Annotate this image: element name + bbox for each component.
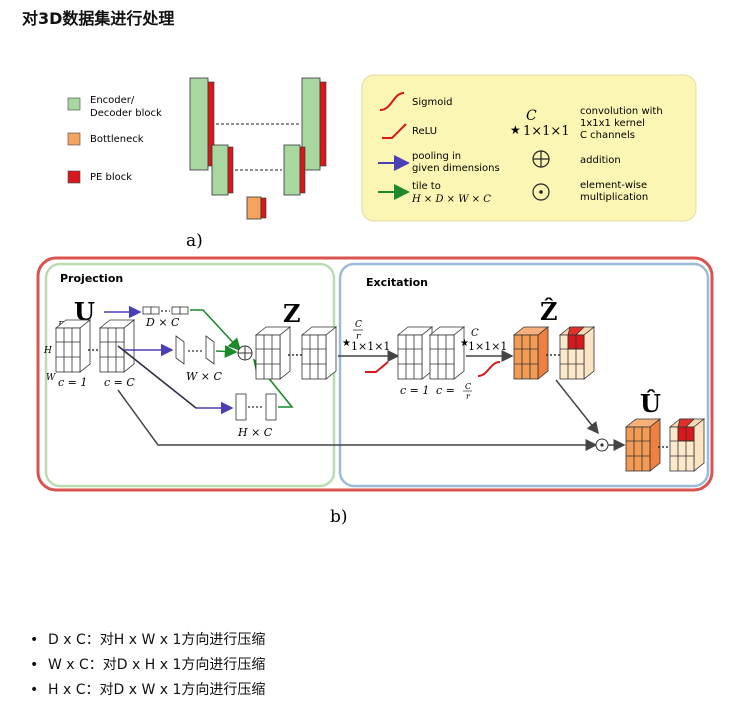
projection-title: Projection (60, 272, 123, 285)
u-c1-label: c = 1 (58, 376, 87, 389)
multiplication-icon (532, 183, 550, 201)
exc-c1-label: c = 1 (400, 384, 429, 397)
exc-cr-num: C (465, 382, 471, 391)
wxc-label: W × C (186, 370, 223, 383)
u-hat-cube-1 (624, 418, 662, 472)
legend-mult-1: element-wise (580, 180, 647, 191)
architecture-figure: Encoder/ Decoder block Bottleneck PE blo… (36, 74, 714, 527)
conv-symbol-c: C (526, 108, 537, 124)
conv2-star-icon: ★ (460, 338, 469, 349)
u-hat-cube-2 (668, 418, 706, 472)
panel-a-label: a) (186, 231, 203, 251)
legend-encoder-line2: Decoder block (90, 108, 162, 119)
panel-b-label: b) (330, 507, 348, 527)
bullet-item-hxc: H x C：对D x W x 1方向进行压缩 (30, 678, 265, 703)
legend-encoder-decoder: Encoder/ Decoder block (67, 95, 162, 119)
exc-cr-den: r (466, 392, 471, 401)
u-cube-cC (98, 319, 136, 373)
legend-pooling-1: pooling in (412, 151, 461, 162)
yellow-legend: Sigmoid ReLU pooling in given dimensions… (361, 74, 697, 222)
page-title: 对3D数据集进行处理 (22, 9, 175, 28)
legend-encoder-line1: Encoder/ (90, 95, 135, 106)
z-cube-2 (300, 326, 338, 380)
legend-pooling-2: given dimensions (412, 163, 500, 174)
legend-conv-3: C channels (580, 130, 635, 141)
dim-w: W (46, 373, 56, 383)
conv1-num: C (355, 320, 362, 330)
z-label: Z (283, 299, 301, 328)
legend-relu: ReLU (412, 126, 437, 137)
encoder-swatch (67, 97, 81, 111)
legend-conv-2: 1x1x1 kernel (580, 118, 645, 129)
u-hat-label: Û (640, 389, 661, 418)
legend-bottleneck: Bottleneck (67, 132, 144, 146)
relu-icon (382, 123, 407, 139)
conv2-dims: 1×1×1 (468, 340, 507, 353)
dim-h: H (43, 346, 52, 356)
bullet-list: D x C：对H x W x 1方向进行压缩 W x C：对D x H x 1方… (30, 628, 265, 703)
panel-b: Projection Excitation U Z Ẑ Û D H W c = … (36, 256, 714, 527)
dxc-label: D × C (145, 316, 180, 329)
legend-pe-label: PE block (90, 172, 132, 183)
excitation-title: Excitation (366, 276, 428, 289)
conv-star-icon: ★ (510, 123, 521, 137)
conv1-den: r (356, 332, 361, 342)
sigmoid-icon (379, 92, 405, 111)
conv1-dims: 1×1×1 (351, 340, 390, 353)
legend-tile-1: tile to (412, 181, 441, 192)
z-hat-cube-2 (558, 326, 596, 380)
bullet-item-wxc: W x C：对D x H x 1方向进行压缩 (30, 653, 265, 678)
legend-mult-2: multiplication (580, 192, 648, 203)
unet-schematic (189, 77, 327, 220)
addition-icon (532, 150, 550, 168)
conv1-star-icon: ★ (342, 338, 351, 349)
relu-activation-icon (365, 361, 389, 373)
projection-frame (44, 262, 336, 488)
u-label: U (74, 297, 95, 326)
u-cube-c1 (54, 319, 92, 373)
z-cube-1 (254, 326, 292, 380)
z-hat-label: Ẑ (540, 297, 558, 326)
hxc-label: H × C (237, 426, 273, 439)
exc-cube-1 (396, 326, 434, 380)
bottleneck-swatch (67, 132, 81, 146)
conv2-top: C (471, 328, 479, 339)
panel-a: Encoder/ Decoder block Bottleneck PE blo… (67, 74, 697, 251)
multiplication-node (595, 438, 609, 452)
addition-node (237, 345, 253, 361)
u-cC-label: c = C (104, 376, 135, 389)
conv-symbol-dims: 1×1×1 (523, 124, 570, 139)
legend-addition: addition (580, 155, 621, 166)
bullet-item-dxc: D x C：对H x W x 1方向进行压缩 (30, 628, 265, 653)
legend-sigmoid: Sigmoid (412, 97, 452, 108)
excitation-frame (338, 262, 710, 488)
exc-cr-prefix: c = (436, 384, 455, 397)
exc-cube-2 (428, 326, 466, 380)
legend-pe-block: PE block (67, 170, 132, 184)
legend-conv-1: convolution with (580, 106, 663, 117)
z-hat-cube-1 (512, 326, 550, 380)
pe-swatch (67, 170, 81, 184)
sigmoid-activation-icon (477, 361, 501, 377)
outer-frame (36, 256, 714, 492)
legend-bottleneck-label: Bottleneck (90, 134, 144, 145)
legend-tile-2: H × D × W × C (411, 194, 491, 205)
